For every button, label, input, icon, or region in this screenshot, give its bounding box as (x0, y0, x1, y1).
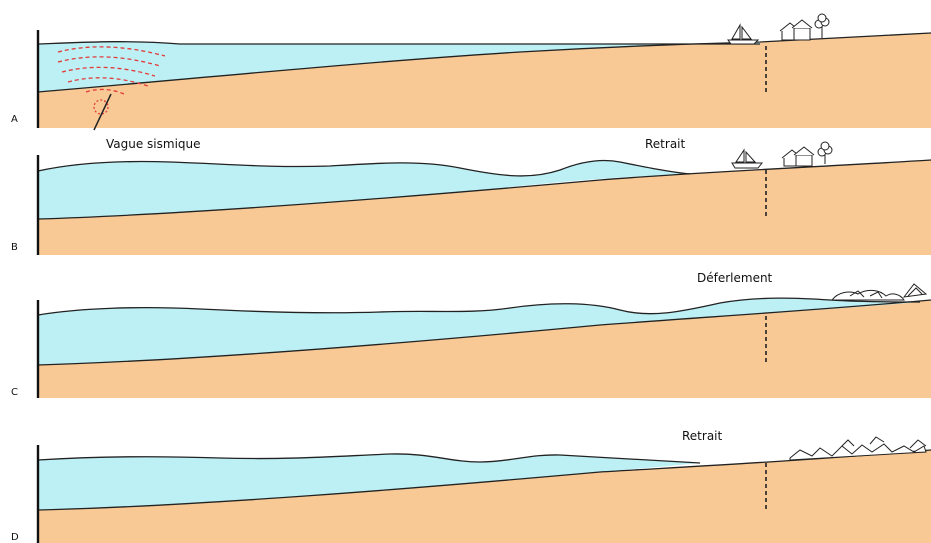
house-icon (780, 20, 812, 40)
label-vague-sismique: Vague sismique (106, 137, 201, 151)
label-retrait-d: Retrait (682, 429, 723, 443)
panel-letter-c: C (11, 387, 18, 398)
panel-letter-a: A (11, 114, 18, 125)
sailboat-icon (732, 150, 762, 168)
panel-b: Vague sismique Retrait B (11, 137, 931, 255)
panel-letter-d: D (11, 532, 19, 543)
house-icon (782, 147, 814, 166)
label-retrait-b: Retrait (645, 137, 686, 151)
panel-letter-b: B (11, 242, 18, 253)
sailboat-icon (728, 25, 758, 44)
label-deferlement: Déferlement (697, 271, 773, 285)
tree-icon (815, 14, 829, 38)
debris-icon (832, 284, 926, 300)
tree-icon (818, 142, 832, 164)
panel-c: Déferlement C (11, 271, 931, 398)
panel-d: Retrait D (11, 429, 931, 543)
panel-a: A (11, 14, 931, 130)
